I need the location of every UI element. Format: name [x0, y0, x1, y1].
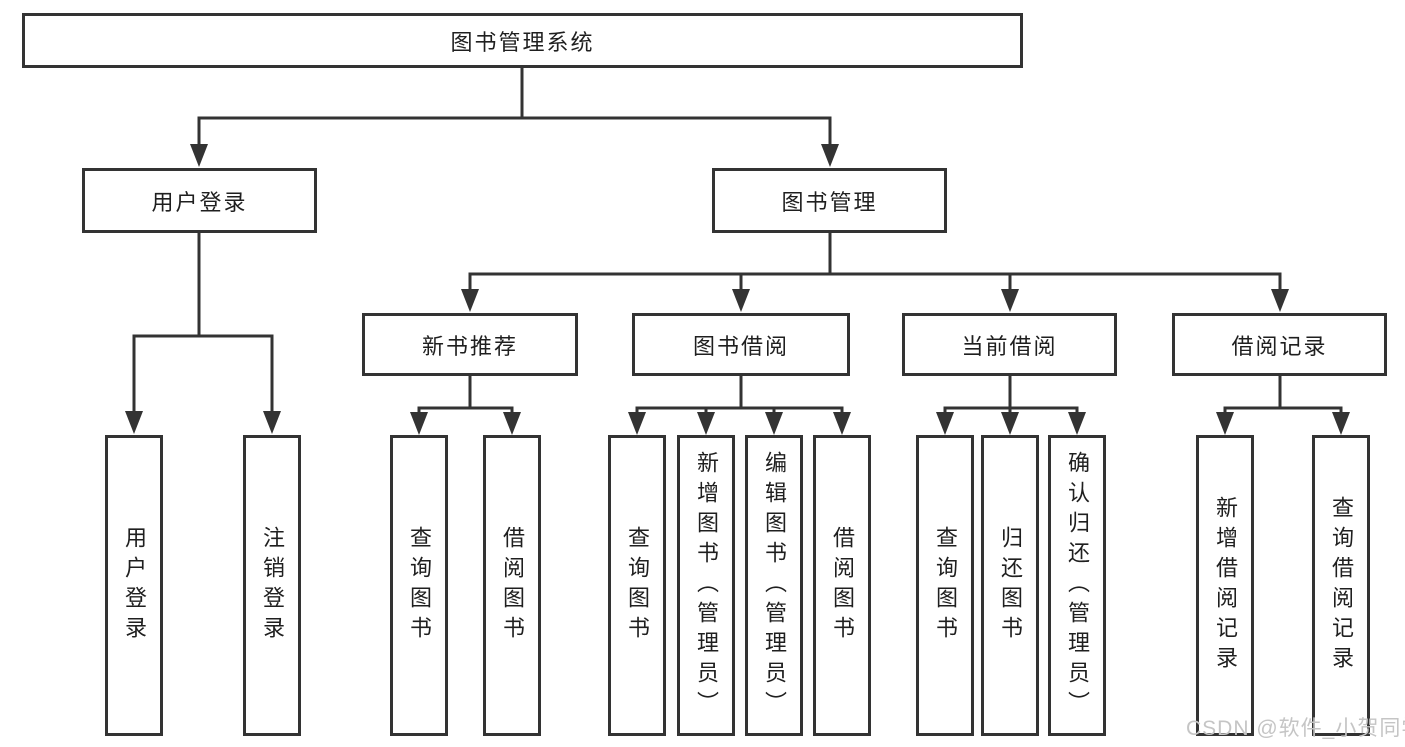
node-borrow-books-recommend: 借阅图书: [483, 435, 541, 736]
node-borrow-records-label: 借阅记录: [1231, 333, 1328, 359]
arrowhead: [833, 412, 851, 435]
connector-bookmgmt-to-level3: [468, 233, 1282, 294]
node-edit-books-admin-label: 编辑图书（管理员）: [762, 450, 787, 721]
arrowhead: [125, 411, 143, 434]
node-borrow-books-borrow: 借阅图书: [813, 435, 871, 736]
node-query-books-borrow-label: 查询图书: [625, 525, 650, 646]
node-confirm-return-admin: 确认归还（管理员）: [1048, 435, 1106, 736]
arrowhead: [503, 412, 521, 435]
arrowhead: [190, 144, 208, 167]
node-book-mgmt: 图书管理: [712, 168, 947, 233]
csdn-watermark: CSDN @软件_小贺同学: [1186, 717, 1405, 740]
node-logout-leaf-label: 注销登录: [260, 525, 285, 646]
node-add-books-admin-label: 新增图书（管理员）: [694, 450, 719, 721]
node-current-borrow-label: 当前借阅: [961, 333, 1058, 359]
node-book-mgmt-label: 图书管理: [781, 189, 878, 215]
node-confirm-return-admin-label: 确认归还（管理员）: [1065, 450, 1090, 721]
arrowhead: [410, 412, 428, 435]
node-return-books: 归还图书: [981, 435, 1039, 736]
node-user-login-leaf: 用户登录: [105, 435, 163, 736]
node-borrow-books-borrow-label: 借阅图书: [830, 525, 855, 646]
arrowhead: [765, 412, 783, 435]
node-user-login-leaf-label: 用户登录: [122, 525, 147, 646]
node-logout-leaf: 注销登录: [243, 435, 301, 736]
node-book-borrow-label: 图书借阅: [692, 333, 789, 359]
arrowhead: [1332, 412, 1350, 435]
node-borrow-records: 借阅记录: [1172, 313, 1387, 376]
arrowhead: [821, 144, 839, 167]
arrowhead: [732, 289, 750, 312]
node-query-books-recommend-label: 查询图书: [407, 525, 432, 646]
node-new-book-recommend: 新书推荐: [362, 313, 578, 376]
connector-root-to-level2: [197, 68, 832, 150]
node-query-borrow-record: 查询借阅记录: [1312, 435, 1370, 736]
node-query-borrow-record-label: 查询借阅记录: [1329, 495, 1354, 676]
arrowhead: [263, 411, 281, 434]
node-add-books-admin: 新增图书（管理员）: [677, 435, 735, 736]
connector-records-to-leaves: [1223, 376, 1343, 416]
node-query-books-recommend: 查询图书: [390, 435, 448, 736]
node-user-login-label: 用户登录: [151, 189, 248, 215]
arrowhead: [1001, 412, 1019, 435]
node-book-borrow: 图书借阅: [632, 313, 850, 376]
arrowhead: [461, 289, 479, 312]
arrowheads: [125, 144, 1350, 435]
node-return-books-label: 归还图书: [998, 525, 1023, 646]
node-query-books-current-label: 查询图书: [933, 525, 958, 646]
node-current-borrow: 当前借阅: [902, 313, 1117, 376]
arrowhead: [1216, 412, 1234, 435]
connector-newbook-to-leaves: [417, 376, 514, 416]
arrowhead: [1068, 412, 1086, 435]
node-new-book-recommend-label: 新书推荐: [421, 333, 518, 359]
arrowhead: [628, 412, 646, 435]
connector-userlogin-to-leaves: [132, 233, 274, 416]
node-user-login: 用户登录: [82, 168, 317, 233]
node-query-books-current: 查询图书: [916, 435, 974, 736]
connector-borrow-to-leaves: [635, 376, 844, 416]
node-edit-books-admin: 编辑图书（管理员）: [745, 435, 803, 736]
node-add-borrow-record: 新增借阅记录: [1196, 435, 1254, 736]
node-root-label: 图书管理系统: [450, 29, 595, 55]
node-borrow-books-recommend-label: 借阅图书: [500, 525, 525, 646]
node-query-books-borrow: 查询图书: [608, 435, 666, 736]
arrowhead: [697, 412, 715, 435]
arrowhead: [936, 412, 954, 435]
node-add-borrow-record-label: 新增借阅记录: [1213, 495, 1238, 676]
node-root: 图书管理系统: [22, 13, 1023, 68]
arrowhead: [1271, 289, 1289, 312]
connector-current-to-leaves: [943, 376, 1079, 416]
arrowhead: [1001, 289, 1019, 312]
